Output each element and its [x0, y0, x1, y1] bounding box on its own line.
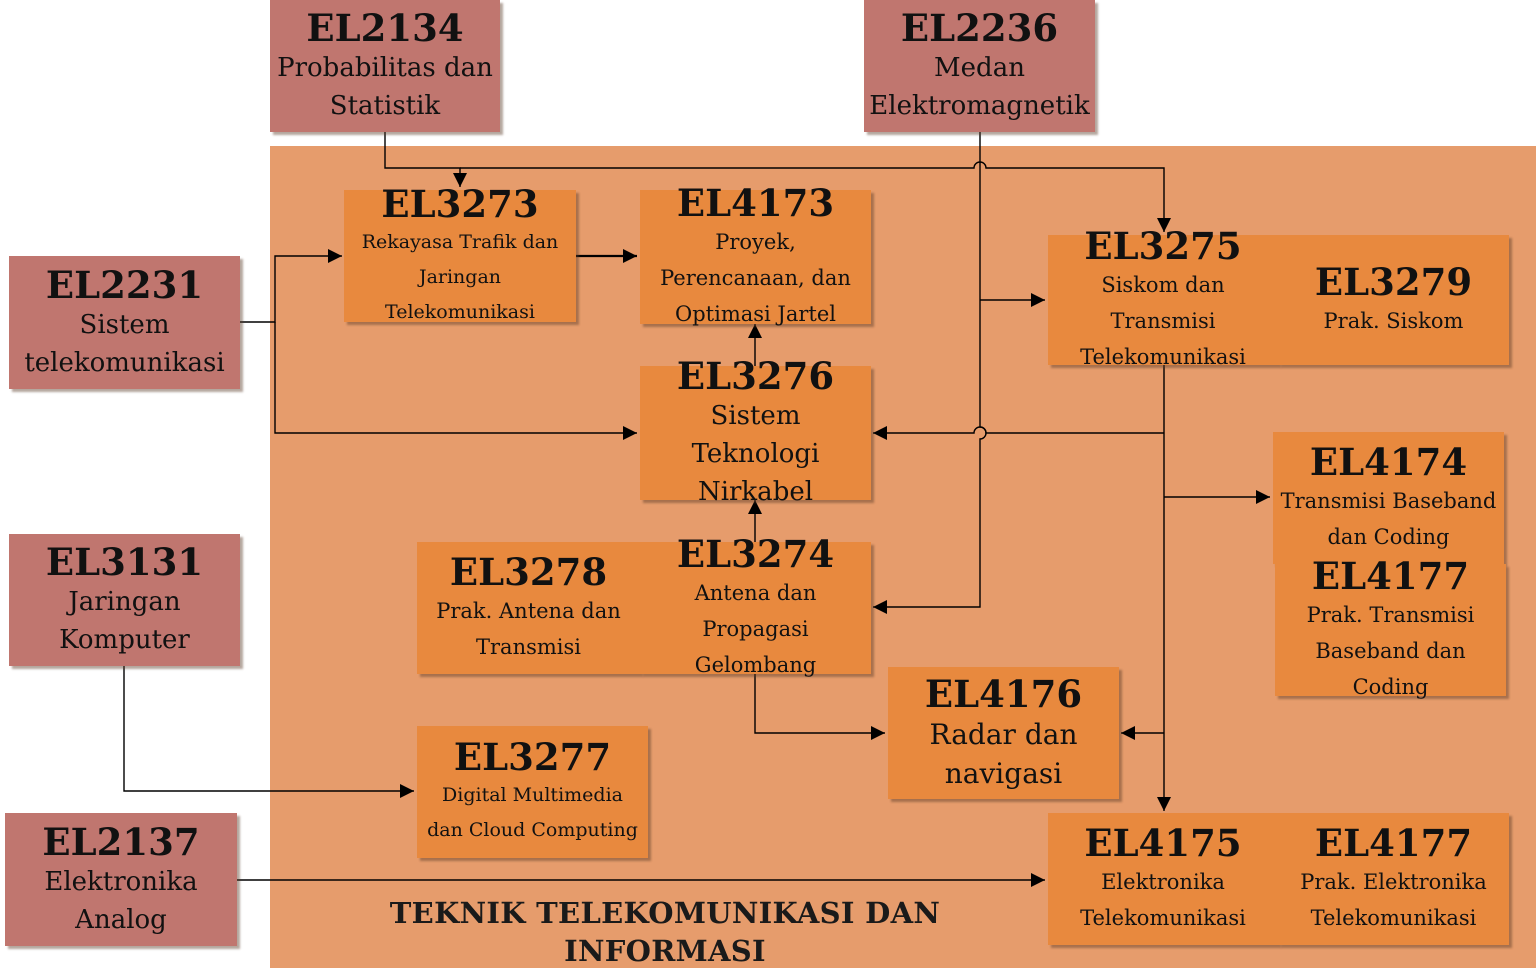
course-code: EL4174: [1309, 440, 1468, 484]
course-el2236: EL2236 Medan Elektromagnetik: [864, 0, 1095, 132]
connector-el3131-el3277: [123, 666, 414, 798]
connector-el2134-el3273: [384, 132, 467, 187]
connector-el3275-el3276: [873, 426, 1164, 440]
course-name: Prak. Siskom: [1323, 309, 1464, 333]
course-code: EL4177: [1311, 554, 1470, 598]
course-name: Jaringan Komputer: [59, 587, 190, 655]
course-el3274: EL3274 Antena dan Propagasi Gelombang: [640, 533, 871, 677]
connector-el2231-el3273: [240, 249, 342, 323]
connector-el2231-el3276: [274, 322, 637, 440]
course-code: EL2231: [45, 262, 204, 307]
course-code: EL3131: [45, 540, 204, 584]
course-name: Digital Multimedia dan Cloud Computing: [427, 784, 638, 841]
course-name: Elektronika Telekomunikasi: [1080, 870, 1246, 930]
course-name: Prak. Transmisi Baseband dan Coding: [1306, 603, 1475, 699]
connector-el2236-el3274: [873, 132, 987, 614]
connector-el3274-el4176: [754, 674, 885, 740]
course-code: EL2236: [900, 6, 1059, 50]
course-code: EL4177: [1314, 821, 1473, 865]
course-el4175: EL4175 Elektronika Telekomunikasi: [1048, 813, 1278, 945]
course-code: EL3276: [676, 354, 835, 398]
course-code: EL4173: [676, 181, 835, 225]
course-name: Probabilitas dan Statistik: [277, 53, 493, 121]
course-code: EL3275: [1084, 224, 1242, 268]
course-code: EL2137: [42, 819, 200, 864]
course-el4173: EL4173 Proyek, Perencanaan, dan Optimasi…: [640, 182, 871, 326]
course-name: Prak. Antena dan Transmisi: [436, 599, 621, 659]
course-name: Radar dan navigasi: [929, 718, 1078, 790]
course-code: EL3279: [1314, 260, 1473, 304]
course-el3131: EL3131 Jaringan Komputer: [9, 534, 240, 666]
course-name: Prak. Elektronika Telekomunikasi: [1300, 870, 1487, 930]
connector-el2134-el3275: [460, 161, 1171, 232]
course-el2137: EL2137 Elektronika Analog: [5, 813, 237, 946]
course-el4177-baseband: EL4177 Prak. Transmisi Baseband dan Codi…: [1275, 555, 1506, 699]
course-code: EL3277: [453, 735, 612, 779]
course-code: EL4175: [1084, 821, 1242, 865]
course-name: Sistem Teknologi Nirkabel: [691, 401, 820, 507]
course-name: Proyek, Perencanaan, dan Optimasi Jartel: [660, 230, 851, 326]
region-label: TEKNIK TELEKOMUNIKASI DAN INFORMASI: [389, 896, 941, 968]
course-el4174: EL4174 Transmisi Baseband dan Coding: [1273, 432, 1504, 564]
course-el3276: EL3276 Sistem Teknologi Nirkabel: [640, 355, 871, 507]
course-name: Antena dan Propagasi Gelombang: [694, 581, 817, 677]
course-name: Elektronika Analog: [44, 866, 198, 935]
course-el3279: EL3279 Prak. Siskom: [1278, 235, 1509, 365]
course-el4176: EL4176 Radar dan navigasi: [888, 667, 1119, 799]
course-name: Sistem telekomunikasi: [24, 309, 225, 378]
course-code: EL3273: [381, 181, 539, 226]
course-el3278: EL3278 Prak. Antena dan Transmisi: [417, 542, 640, 674]
course-code: EL3274: [676, 532, 835, 576]
course-name: Medan Elektromagnetik: [869, 53, 1090, 121]
course-code: EL2134: [306, 6, 464, 50]
course-el3275: EL3275 Siskom dan Transmisi Telekomunika…: [1048, 225, 1278, 369]
course-code: EL3278: [449, 550, 608, 594]
course-el3273: EL3273 Rekayasa Trafik dan Jaringan Tele…: [344, 183, 576, 323]
course-code: EL4176: [924, 672, 1083, 716]
course-name: Rekayasa Trafik dan Jaringan Telekomunik…: [361, 230, 559, 323]
course-el2231: EL2231 Sistem telekomunikasi: [9, 256, 240, 389]
course-el4177-elektronika: EL4177 Prak. Elektronika Telekomunikasi: [1278, 813, 1509, 945]
course-el2134: EL2134 Probabilitas dan Statistik: [270, 0, 500, 132]
course-el3277: EL3277 Digital Multimedia dan Cloud Comp…: [417, 726, 648, 858]
course-name: Transmisi Baseband dan Coding: [1280, 489, 1497, 549]
course-name: Siskom dan Transmisi Telekomunikasi: [1080, 273, 1246, 369]
